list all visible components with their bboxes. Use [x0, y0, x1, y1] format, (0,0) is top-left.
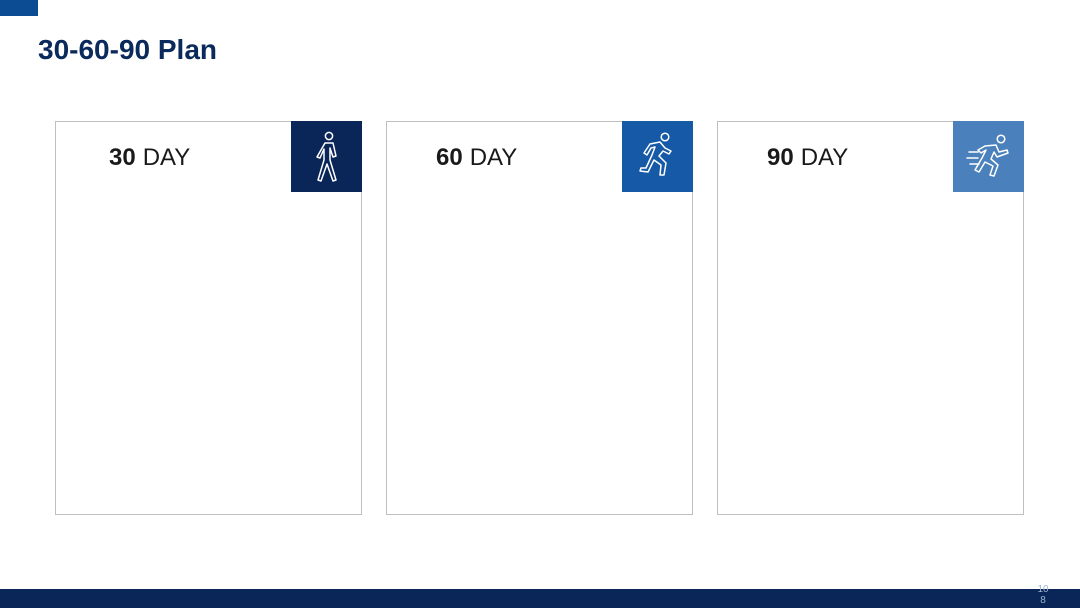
card-day-unit: DAY [469, 144, 518, 171]
top-accent-bar [0, 0, 38, 16]
page-number: 108 [1037, 584, 1049, 606]
card-day-number: 90 [767, 144, 794, 171]
running-person-icon [622, 121, 693, 192]
sprinting-person-icon [953, 121, 1024, 192]
card-day-unit: DAY [142, 144, 191, 171]
footer-bar [0, 589, 1080, 608]
slide-title: 30-60-90 Plan [38, 34, 217, 65]
walking-person-icon [291, 121, 362, 192]
card-day-unit: DAY [800, 144, 849, 171]
card-day-number: 30 [109, 144, 136, 171]
card-day-number: 60 [436, 144, 463, 171]
